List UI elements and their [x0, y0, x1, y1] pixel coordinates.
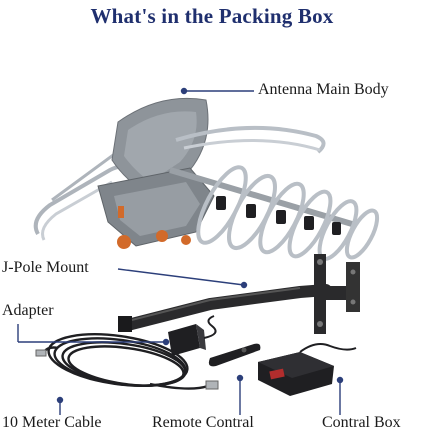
label-remote: Remote Contral — [152, 414, 254, 431]
control-box-image — [258, 343, 357, 396]
label-j-pole-mount: J-Pole Mount — [2, 259, 89, 276]
label-antenna-main-body: Antenna Main Body — [258, 81, 389, 98]
antenna-main-body-image — [33, 97, 380, 261]
label-adapter: Adapter — [2, 302, 54, 319]
label-cable: 10 Meter Cable — [2, 414, 102, 431]
adapter-image — [168, 315, 217, 356]
cable-coil-image — [35, 333, 219, 390]
label-control-box: Contral Box — [322, 414, 401, 431]
page-title: What's in the Packing Box — [90, 4, 334, 28]
j-pole-mount-image — [118, 254, 360, 334]
leader-lines — [17, 87, 344, 415]
remote-image — [208, 343, 261, 367]
